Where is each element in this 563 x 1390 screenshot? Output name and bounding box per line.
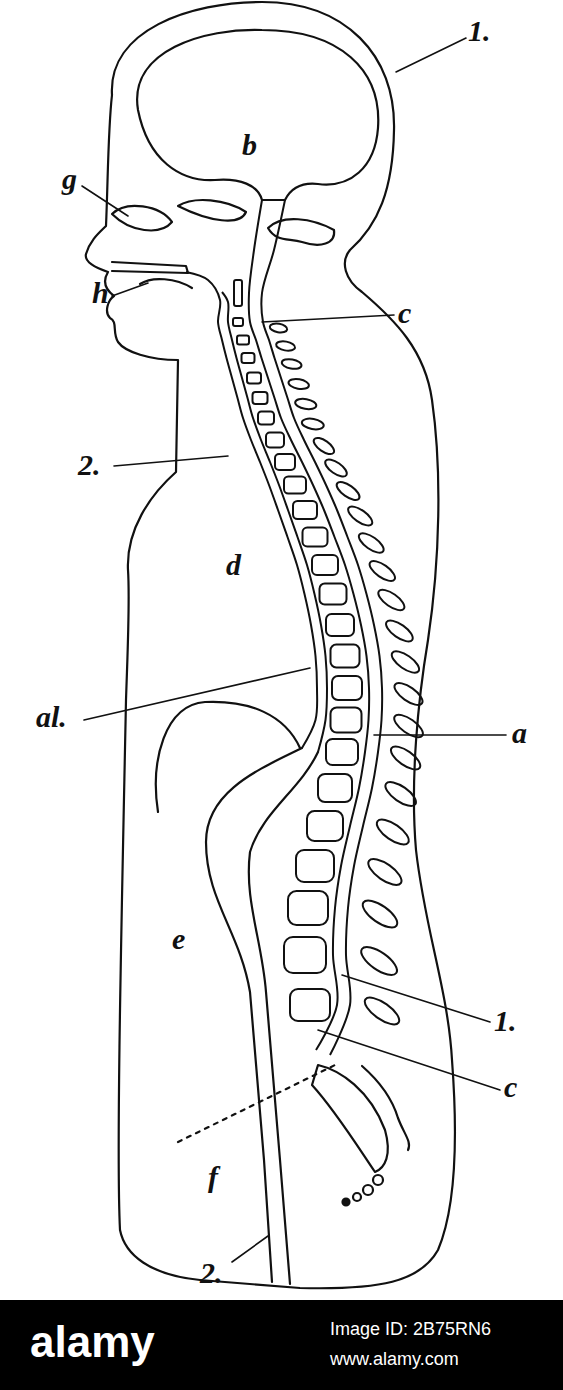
- coccyx: [343, 1199, 350, 1206]
- oesophagus-wall: [186, 272, 317, 748]
- spinous-process: [357, 942, 401, 980]
- vertebral-body: [253, 392, 268, 404]
- vertebral-body: [284, 477, 306, 494]
- vertebral-body: [290, 989, 330, 1021]
- spinous-process: [301, 417, 325, 431]
- spinous-process: [367, 557, 398, 584]
- callout-number: 1.: [494, 1004, 517, 1037]
- watermark: www.alamy.com: [330, 1350, 459, 1370]
- spinous-process: [391, 679, 426, 709]
- region-letter: h: [92, 276, 109, 309]
- vertebral-body: [320, 584, 347, 605]
- region-letter: c: [504, 1070, 517, 1103]
- vertebral-body: [284, 937, 326, 973]
- vertebral-body: [318, 774, 352, 802]
- vertebral-body: [234, 280, 242, 306]
- spinal-canal-wall: [249, 200, 369, 1050]
- callout-number: 2.: [78, 448, 101, 481]
- nasal-cavity: [112, 206, 172, 231]
- callout-number: 1.: [468, 14, 491, 47]
- spinous-process: [382, 778, 420, 811]
- region-letter: al.: [36, 700, 67, 733]
- spinous-process: [375, 586, 407, 614]
- spinous-process: [387, 742, 423, 773]
- spine: [186, 200, 426, 1055]
- leader-line: [318, 1030, 500, 1090]
- leader-line: [396, 38, 466, 72]
- vertebral-body: [242, 353, 255, 363]
- vertebral-body: [233, 318, 243, 326]
- vertebral-body: [258, 412, 274, 425]
- spinous-process: [388, 647, 422, 676]
- callout-number: 2.: [200, 1256, 223, 1289]
- leader-line: [232, 1236, 268, 1262]
- vertebral-body: [237, 336, 249, 345]
- leader-line: [114, 456, 228, 466]
- spinous-process: [345, 503, 375, 529]
- region-letter: g: [62, 162, 77, 195]
- stomach-front-wall: [206, 748, 302, 1282]
- vertebral-body: [288, 891, 328, 925]
- vertebral-body: [331, 645, 360, 668]
- region-letter: c: [398, 296, 411, 329]
- spinous-process: [281, 358, 302, 371]
- vertebral-body: [247, 373, 261, 384]
- diaphragm: [156, 702, 300, 812]
- body-cavity-divider: [178, 1065, 335, 1142]
- vertebral-body: [326, 614, 354, 636]
- leader-line: [374, 734, 506, 736]
- leader-line: [82, 186, 128, 216]
- coccyx: [373, 1175, 383, 1185]
- oesophagus-wall: [222, 292, 327, 752]
- body-outline: [86, 2, 455, 1288]
- region-letter: a: [512, 716, 527, 749]
- spinous-process: [364, 854, 405, 890]
- spinous-process: [294, 397, 317, 410]
- vertebral-body: [293, 501, 317, 519]
- spinous-process: [383, 617, 416, 646]
- watermark-bar: [0, 1300, 563, 1390]
- leader-line: [342, 975, 490, 1022]
- watermark: alamy: [30, 1318, 155, 1366]
- spinous-process: [288, 378, 310, 391]
- spinous-process: [311, 435, 337, 457]
- coccyx: [363, 1185, 373, 1195]
- vertebral-body: [296, 850, 334, 882]
- vertebral-body: [331, 708, 362, 733]
- vertebral-body: [312, 555, 338, 575]
- leader-line: [112, 283, 148, 296]
- spinous-process: [275, 340, 295, 352]
- palate: [112, 262, 188, 273]
- leader-lines: [82, 38, 506, 1262]
- region-letter: d: [226, 548, 241, 581]
- region-letter: f: [208, 1160, 218, 1193]
- spinous-process: [269, 322, 288, 333]
- spinous-process: [322, 456, 349, 480]
- vertebral-body: [307, 811, 343, 841]
- leader-line: [262, 315, 394, 322]
- vertebral-body: [275, 454, 295, 470]
- coccyx: [353, 1193, 361, 1201]
- spinous-process: [334, 479, 362, 504]
- vertebral-body: [332, 676, 362, 700]
- region-letter: e: [172, 922, 185, 955]
- spinous-process: [391, 711, 427, 742]
- leader-line: [84, 668, 310, 720]
- vertebral-body: [266, 433, 284, 448]
- spinous-process: [356, 530, 387, 557]
- brain-outline: [137, 30, 378, 200]
- spinous-process: [373, 815, 413, 849]
- sacral-crest: [362, 1066, 409, 1150]
- vertebral-body: [303, 528, 328, 547]
- region-letter: b: [242, 128, 257, 161]
- watermark: Image ID: 2B75RN6: [330, 1320, 491, 1340]
- vertebral-body: [326, 739, 358, 765]
- spinous-process: [359, 896, 402, 933]
- spinous-process: [361, 993, 403, 1029]
- skull-base: [178, 200, 246, 221]
